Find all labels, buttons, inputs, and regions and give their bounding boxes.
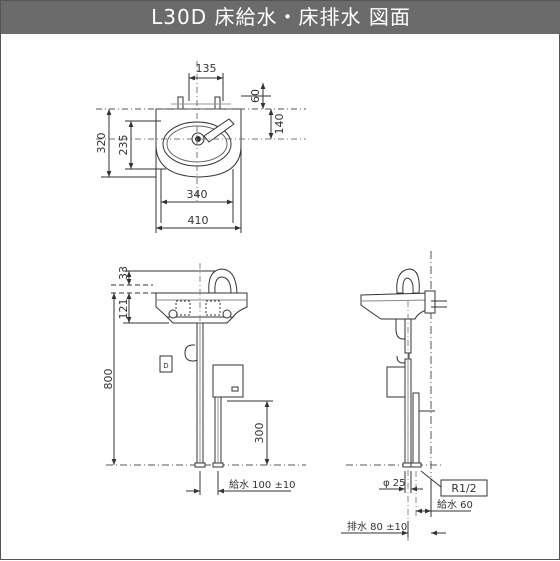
dim-33: 33	[117, 266, 130, 280]
dim-pipe-diameter: φ 25	[383, 478, 406, 489]
dim-121: 121	[117, 299, 130, 320]
thread-label: R1/2	[451, 482, 476, 495]
supply-box	[212, 364, 244, 398]
dim-800: 800	[102, 369, 115, 390]
dim-300: 300	[253, 423, 266, 444]
dim-135: 135	[196, 62, 217, 75]
dim-320: 320	[95, 133, 108, 154]
faucet-lever	[203, 118, 235, 143]
dim-235: 235	[117, 135, 130, 156]
dim-drain-80: 排水 80 ±10	[347, 520, 407, 533]
side-basin	[360, 292, 432, 320]
side-faucet	[396, 268, 420, 294]
dim-140: 140	[273, 114, 286, 135]
front-view: D	[106, 263, 306, 495]
thread-callout-box	[440, 479, 488, 497]
faucet-spout	[208, 268, 238, 294]
side-supply-box	[386, 366, 406, 398]
dim-340: 340	[187, 188, 208, 201]
dim-60: 60	[249, 89, 262, 103]
drawing-title: L30D 床給水・床排水 図面	[151, 5, 411, 29]
top-view	[96, 61, 306, 233]
title-bar: L30D 床給水・床排水 図面	[1, 1, 560, 34]
side-view	[341, 251, 488, 541]
dim-supply-60: 給水 60	[437, 498, 473, 511]
dim-supply-100: 給水 100 ±10	[229, 478, 296, 491]
svg-text:D: D	[163, 362, 168, 370]
dim-410: 410	[188, 214, 209, 227]
